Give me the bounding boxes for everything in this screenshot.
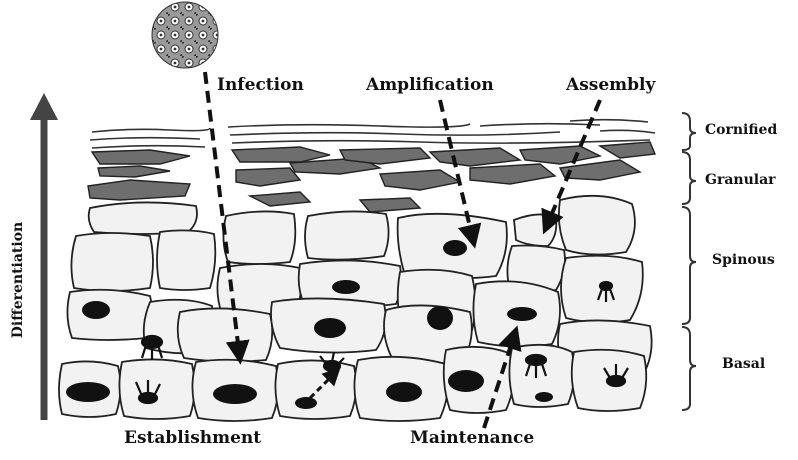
label-differentiation: Differentiation — [10, 222, 26, 338]
cornified-layer — [90, 120, 655, 148]
differentiation-label-wrap: Differentiation — [3, 200, 33, 360]
label-establishment: Establishment — [124, 428, 261, 448]
label-assembly: Assembly — [566, 75, 655, 95]
label-infection: Infection — [217, 75, 304, 95]
brace-granular — [682, 152, 696, 204]
label-maintenance: Maintenance — [410, 428, 534, 448]
layer-braces — [682, 113, 696, 410]
virus-particle — [152, 2, 218, 68]
layer-label-granular: Granular — [705, 172, 776, 188]
layer-label-basal: Basal — [722, 356, 765, 372]
layer-label-cornified: Cornified — [705, 122, 777, 138]
label-amplification: Amplification — [366, 75, 494, 95]
differentiation-arrow — [30, 93, 58, 420]
brace-spinous — [682, 207, 696, 324]
brace-cornified — [682, 113, 696, 150]
layer-label-spinous: Spinous — [712, 252, 775, 268]
tuft-1 — [142, 336, 162, 360]
tuft-6 — [320, 352, 344, 371]
brace-basal — [682, 327, 696, 410]
